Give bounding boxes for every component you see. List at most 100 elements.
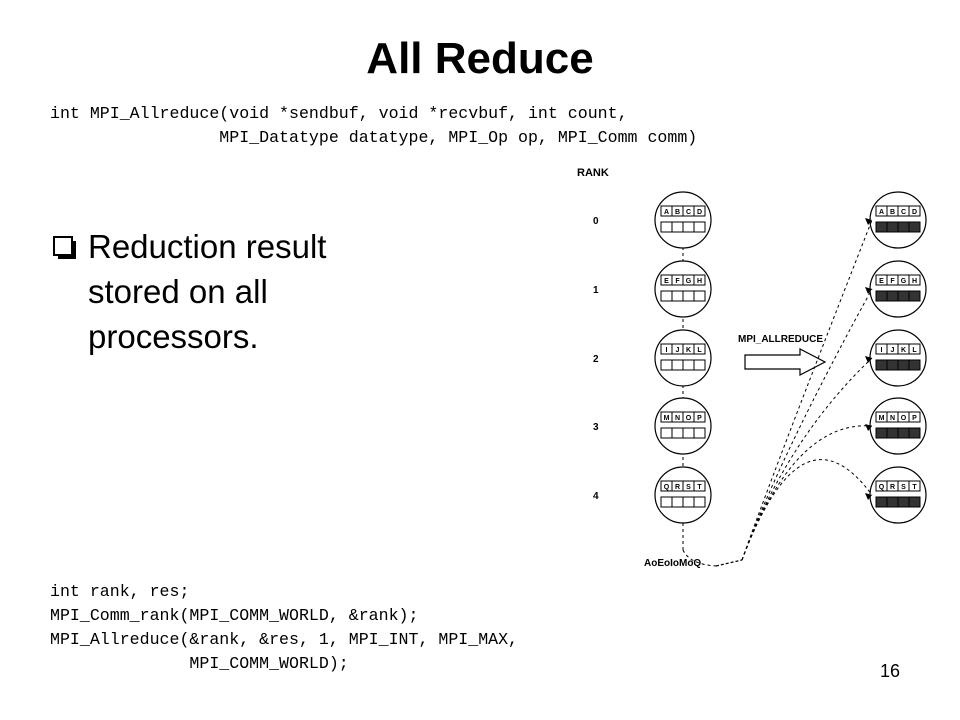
process-circle xyxy=(654,260,712,318)
buffer-cell xyxy=(908,205,921,217)
buffer-cell xyxy=(908,274,921,286)
buffer-cell xyxy=(908,411,921,423)
rank-number: 3 xyxy=(593,422,599,433)
buffer-value: S xyxy=(901,484,906,491)
slide-title: All Reduce xyxy=(366,34,594,83)
ellipsis-mark xyxy=(715,559,743,567)
broadcast-arrow xyxy=(741,357,873,561)
process-circle xyxy=(654,466,712,524)
buffer-value: C xyxy=(686,209,691,216)
diagram-static: RANK MPI_ALLREDUCE AoEoIoMoQ xyxy=(577,167,827,569)
recv-cell-filled xyxy=(908,496,921,508)
process-circle xyxy=(869,329,927,387)
arrowhead-icon xyxy=(865,287,872,294)
buffer-value: O xyxy=(901,415,907,422)
process-circle xyxy=(654,191,712,249)
recv-cell-filled xyxy=(897,290,910,302)
rank-number: 4 xyxy=(593,491,599,502)
recv-cell xyxy=(660,427,673,439)
buffer-value: L xyxy=(697,347,702,354)
buffer-value: C xyxy=(901,209,906,216)
code-line: int rank, res; xyxy=(50,582,190,601)
buffer-value: O xyxy=(686,415,692,422)
process-circle xyxy=(869,260,927,318)
recv-cell xyxy=(671,221,684,233)
recv-cell-filled xyxy=(886,290,899,302)
bullet-text: Reduction result stored on all processor… xyxy=(88,228,327,355)
arrowhead-icon xyxy=(865,356,872,363)
recv-cell-filled xyxy=(875,427,888,439)
recv-cell xyxy=(671,496,684,508)
broadcast-arrow xyxy=(741,425,873,561)
checkbox-square-icon xyxy=(53,236,76,259)
buffer-value: A xyxy=(879,209,884,216)
buffer-value: P xyxy=(912,415,917,422)
buffer-value: G xyxy=(686,278,692,285)
signature-line: MPI_Datatype datatype, MPI_Op op, MPI_Co… xyxy=(50,128,698,147)
operation-arrow xyxy=(744,348,827,376)
bullet-point: Reduction result stored on all processor… xyxy=(52,224,372,359)
recv-cell xyxy=(693,427,706,439)
recv-cell-filled xyxy=(875,359,888,371)
recv-cell xyxy=(660,221,673,233)
recv-cell-filled xyxy=(897,496,910,508)
recv-cell-filled xyxy=(875,290,888,302)
buffer-value: I xyxy=(666,347,668,354)
recv-cell-filled xyxy=(886,359,899,371)
buffer-value: T xyxy=(912,484,917,491)
function-signature: int MPI_Allreduce(void *sendbuf, void *r… xyxy=(50,102,697,150)
recv-cell-filled xyxy=(886,496,899,508)
recv-cell xyxy=(693,359,706,371)
buffer-value: M xyxy=(879,415,885,422)
process-circle xyxy=(654,397,712,455)
process-circle xyxy=(869,397,927,455)
signature-line: int MPI_Allreduce(void *sendbuf, void *r… xyxy=(50,104,628,123)
broadcast-arrow xyxy=(741,288,873,561)
result-label: AoEoIoMoQ xyxy=(644,558,701,569)
recv-cell xyxy=(671,427,684,439)
recv-cell xyxy=(671,359,684,371)
buffer-value: Q xyxy=(664,484,670,491)
buffer-value: Q xyxy=(879,484,885,491)
recv-cell xyxy=(660,496,673,508)
buffer-value: B xyxy=(890,209,895,216)
buffer-value: K xyxy=(901,347,906,354)
rank-number: 0 xyxy=(593,216,599,227)
buffer-value: E xyxy=(664,278,669,285)
buffer-value: H xyxy=(697,278,702,285)
recv-cell-filled xyxy=(897,221,910,233)
buffer-value: D xyxy=(697,209,702,216)
buffer-cell xyxy=(693,343,706,355)
buffer-value: N xyxy=(890,415,895,422)
buffer-cell xyxy=(693,480,706,492)
buffer-cell xyxy=(693,274,706,286)
buffer-value: N xyxy=(675,415,680,422)
buffer-cell xyxy=(908,343,921,355)
recv-cell-filled xyxy=(897,359,910,371)
recv-cell xyxy=(682,496,695,508)
recv-cell-filled xyxy=(897,427,910,439)
buffer-value: H xyxy=(912,278,917,285)
buffer-value: A xyxy=(664,209,669,216)
recv-cell xyxy=(682,427,695,439)
buffer-value: G xyxy=(901,278,907,285)
recv-cell-filled xyxy=(908,290,921,302)
recv-cell xyxy=(660,359,673,371)
buffer-value: P xyxy=(697,415,702,422)
recv-cell-filled xyxy=(886,221,899,233)
process-circle xyxy=(654,329,712,387)
recv-cell-filled xyxy=(886,427,899,439)
arrowhead-icon xyxy=(865,424,872,431)
buffer-value: K xyxy=(686,347,691,354)
buffer-value: E xyxy=(879,278,884,285)
buffer-value: R xyxy=(890,484,895,491)
sample-code: int rank, res; MPI_Comm_rank(MPI_COMM_WO… xyxy=(50,580,518,676)
recv-cell xyxy=(682,221,695,233)
